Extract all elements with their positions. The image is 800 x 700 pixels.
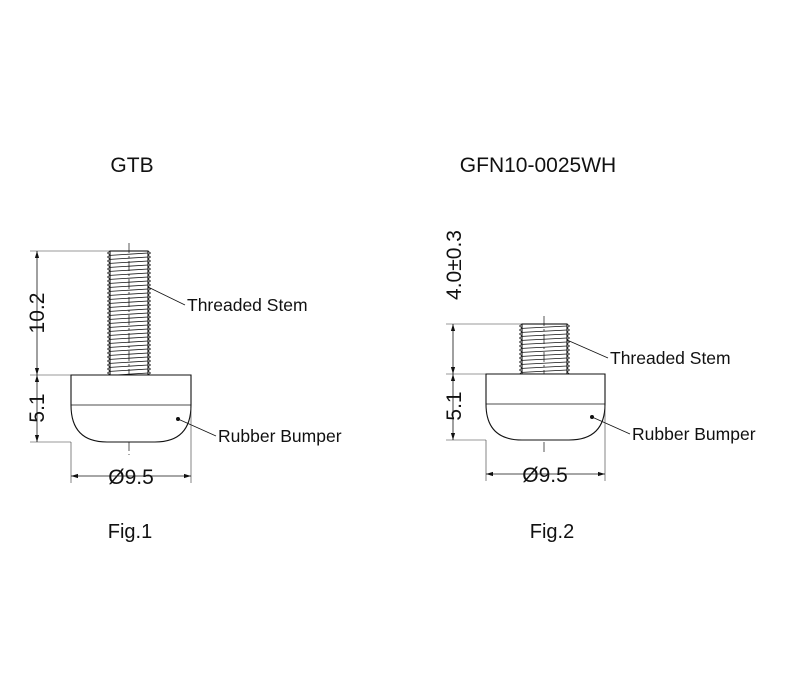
rubber-bumper xyxy=(485,373,606,441)
threaded-stem xyxy=(106,243,152,455)
figure-2: GFN10-0025WH Threaded Stem Rubber Bumper… xyxy=(443,154,756,543)
dimension-stem-length: 4.0±0.3 xyxy=(443,230,466,300)
dimension-stem-length: 10.2 xyxy=(26,293,49,334)
stem-callout: Threaded Stem xyxy=(187,295,308,315)
bumper-callout: Rubber Bumper xyxy=(632,424,756,444)
stem-callout: Threaded Stem xyxy=(610,348,731,368)
figure-1: GTB Threaded Stem Rubber Bumper 10.2 5.1 xyxy=(26,154,342,543)
bumper-callout: Rubber Bumper xyxy=(218,426,342,446)
model-title: GTB xyxy=(110,154,153,177)
model-title: GFN10-0025WH xyxy=(460,154,616,177)
dimension-head-height: 5.1 xyxy=(26,393,49,422)
dimension-diameter: Ø9.5 xyxy=(522,464,568,487)
rubber-bumper xyxy=(70,374,192,443)
dimension-head-height: 5.1 xyxy=(443,391,466,420)
figure-caption: Fig.1 xyxy=(108,521,152,543)
figure-caption: Fig.2 xyxy=(530,521,574,543)
dimension-diameter: Ø9.5 xyxy=(108,466,154,489)
